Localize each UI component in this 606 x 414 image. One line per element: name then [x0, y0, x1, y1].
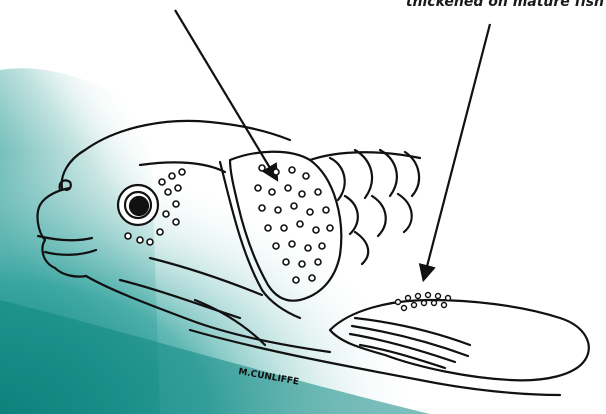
arrow-right: [424, 24, 490, 278]
eye: [118, 185, 158, 225]
